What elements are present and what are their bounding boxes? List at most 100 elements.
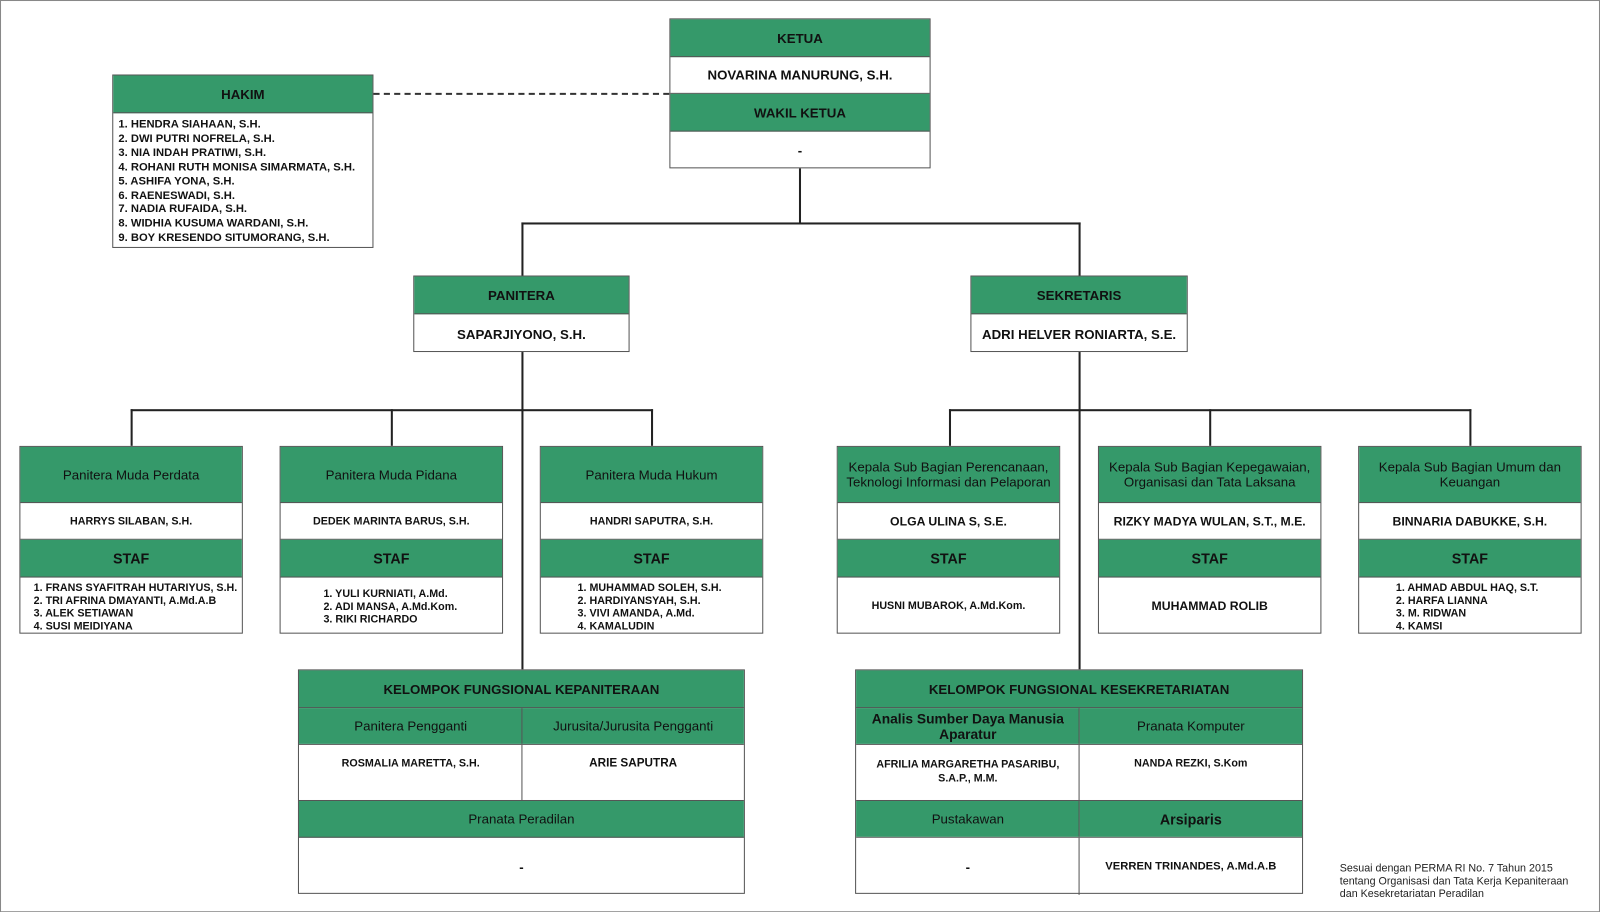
arsiparis-name: VERREN TRINANDES, A.Md.A.B <box>1105 860 1277 873</box>
ketua-title: KETUA <box>670 19 930 58</box>
hakim-member: 9. BOY KRESENDO SITUMORANG, S.H. <box>118 231 330 245</box>
arsiparis-title: Arsiparis <box>1079 801 1303 837</box>
pranata-peradilan-name: - <box>519 858 524 874</box>
kesekretariatan-row2-headers: Pustakawan Arsiparis <box>856 801 1303 838</box>
hakim-member: 2. DWI PUTRI NOFRELA, S.H. <box>118 132 275 145</box>
unit-head-name: OLGA ULINA S, S.E. <box>837 503 1060 540</box>
staf-member: 2. HARFA LIANNA <box>1395 594 1488 607</box>
staf-label: STAF <box>540 539 763 578</box>
pustakawan-title: Pustakawan <box>856 801 1080 837</box>
connector <box>1078 351 1081 670</box>
unit-title: Panitera Muda Perdata <box>20 446 242 504</box>
staf-member: 2. HARDIYANSYAH, S.H. <box>577 594 701 607</box>
unit-title: Kepala Sub Bagian Perencanaan, Teknologi… <box>837 446 1060 504</box>
staf-member: 1. MUHAMMAD SOLEH, S.H. <box>577 581 722 594</box>
kelompok-kepaniteraan-box: KELOMPOK FUNGSIONAL KEPANITERAAN Paniter… <box>297 669 745 894</box>
connector <box>1469 409 1472 446</box>
staf-member: 3. VIVI AMANDA, A.Md. <box>577 607 695 620</box>
divider <box>521 744 523 800</box>
connector <box>1078 222 1081 276</box>
staf-list: 1. FRANS SYAFITRAH HUTARIYUS, S.H.2. TRI… <box>20 578 241 635</box>
analis-sdm-title: Analis Sumber Daya Manusia Aparatur <box>856 708 1080 744</box>
hakim-member: 7. NADIA RUFAIDA, S.H. <box>118 203 248 216</box>
unit-head-name: HARRYS SILABAN, S.H. <box>20 503 242 540</box>
hakim-box: HAKIM 1. HENDRA SIAHAAN, S.H. 2. DWI PUT… <box>112 74 374 248</box>
unit-title: Kepala Sub Bagian Umum dan Keuangan <box>1359 446 1581 504</box>
unit-title: Panitera Muda Hukum <box>540 446 763 504</box>
staf-label: STAF <box>20 539 242 578</box>
hakim-member: 4. ROHANI RUTH MONISA SIMARMATA, S.H. <box>118 160 356 174</box>
hakim-title: HAKIM <box>113 75 373 114</box>
jurusita-title: Jurusita/Jurusita Pengganti <box>522 708 744 744</box>
staf-list: 1. YULI KURNIATI, A.Md.2. ADI MANSA, A.M… <box>281 578 502 635</box>
unit-box: Kepala Sub Bagian Kepegawaian, Organisas… <box>1097 445 1322 635</box>
connector <box>651 409 654 446</box>
hakim-connector <box>373 92 670 95</box>
connector <box>521 351 524 670</box>
unit-title: Kepala Sub Bagian Kepegawaian, Organisas… <box>1098 446 1321 504</box>
hakim-member: 1. HENDRA SIAHAAN, S.H. <box>118 118 261 131</box>
footnote-line: Sesuai dengan PERMA RI No. 7 Tahun 2015 <box>1339 862 1553 875</box>
panitera-pengganti-name: ROSMALIA MARETTA, S.H. <box>341 757 480 770</box>
unit-title: Panitera Muda Pidana <box>280 446 503 504</box>
staf-member: 4. SUSI MEIDIYANA <box>33 619 133 633</box>
unit-head-name: BINNARIA DABUKKE, S.H. <box>1359 503 1581 540</box>
panitera-pengganti-title: Panitera Pengganti <box>298 708 523 744</box>
connector <box>798 167 802 224</box>
staf-member: 2. ADI MANSA, A.Md.Kom. <box>323 600 458 613</box>
footnote-line: tentang Organisasi dan Tata Kerja Kepani… <box>1339 874 1569 888</box>
divider <box>521 708 523 744</box>
hakim-member: 8. WIDHIA KUSUMA WARDANI, S.H. <box>118 217 309 230</box>
kelompok-kesekretariatan-box: KELOMPOK FUNGSIONAL KESEKRETARIATAN Anal… <box>855 669 1304 895</box>
connector <box>1209 409 1212 446</box>
jurusita-name: ARIE SAPUTRA <box>589 757 678 770</box>
staf-list: 1. MUHAMMAD SOLEH, S.H.2. HARDIYANSYAH, … <box>541 578 762 635</box>
analis-sdm-name: AFRILIA MARGARETHA PASARIBU, S.A.P., M.M… <box>876 758 1060 785</box>
kesekretariatan-row2-names: - VERREN TRINANDES, A.Md.A.B <box>856 837 1302 895</box>
connector <box>390 409 393 446</box>
sekretaris-name: ADRI HELVER RONIARTA, S.E. <box>982 326 1177 342</box>
panitera-title: PANITERA <box>414 276 629 315</box>
divider <box>1078 708 1080 744</box>
hakim-member: 3. NIA INDAH PRATIWI, S.H. <box>118 146 267 159</box>
hakim-list: 1. HENDRA SIAHAAN, S.H. 2. DWI PUTRI NOF… <box>113 118 372 246</box>
unit-head-name: RIZKY MADYA WULAN, S.T., M.E. <box>1098 503 1321 540</box>
staf-member: 4. KAMSI <box>1395 619 1443 633</box>
wakil-ketua-name: - <box>797 142 803 159</box>
footnote-line: dan Kesekretariatan Peradilan <box>1339 887 1484 900</box>
unit-head-name: DEDEK MARINTA BARUS, S.H. <box>280 503 503 540</box>
staf-member: 3. ALEK SETIAWAN <box>33 607 134 620</box>
staf-list: MUHAMMAD ROLIB <box>1099 578 1320 635</box>
staf-member: HUSNI MUBAROK, A.Md.Kom. <box>871 599 1026 613</box>
staf-list: HUSNI MUBAROK, A.Md.Kom. <box>838 578 1059 635</box>
footnote: Sesuai dengan PERMA RI No. 7 Tahun 2015 … <box>1340 862 1569 900</box>
kesekretariatan-names: AFRILIA MARGARETHA PASARIBU, S.A.P., M.M… <box>856 744 1303 802</box>
staf-member: 3. RIKI RICHARDO <box>323 613 418 626</box>
pustakawan-name: - <box>965 858 971 874</box>
pranata-komputer-title: Pranata Komputer <box>1079 708 1303 744</box>
hakim-member: 5. ASHIFA YONA, S.H. <box>118 175 235 188</box>
staf-member: 4. KAMALUDIN <box>577 619 655 633</box>
unit-head-name: HANDRI SAPUTRA, S.H. <box>540 503 763 540</box>
connector <box>521 222 1081 225</box>
kepaniteraan-title: KELOMPOK FUNGSIONAL KEPANITERAAN <box>298 670 744 709</box>
staf-member: 3. M. RIDWAN <box>1395 607 1467 620</box>
pranata-peradilan-title: Pranata Peradilan <box>298 801 744 838</box>
staf-member: 1. FRANS SYAFITRAH HUTARIYUS, S.H. <box>33 581 238 594</box>
staf-member: 1. YULI KURNIATI, A.Md. <box>323 587 448 600</box>
connector <box>130 409 133 446</box>
staf-label: STAF <box>837 539 1060 578</box>
kesekretariatan-title: KELOMPOK FUNGSIONAL KESEKRETARIATAN <box>856 670 1303 709</box>
staf-member: MUHAMMAD ROLIB <box>1151 598 1268 614</box>
divider <box>1078 744 1080 800</box>
wakil-ketua-title: WAKIL KETUA <box>670 93 930 132</box>
unit-box: Kepala Sub Bagian Perencanaan, Teknologi… <box>836 445 1061 635</box>
connector <box>948 409 952 446</box>
staf-label: STAF <box>1359 539 1581 578</box>
hakim-member: 6. RAENESWADI, S.H. <box>118 189 235 202</box>
